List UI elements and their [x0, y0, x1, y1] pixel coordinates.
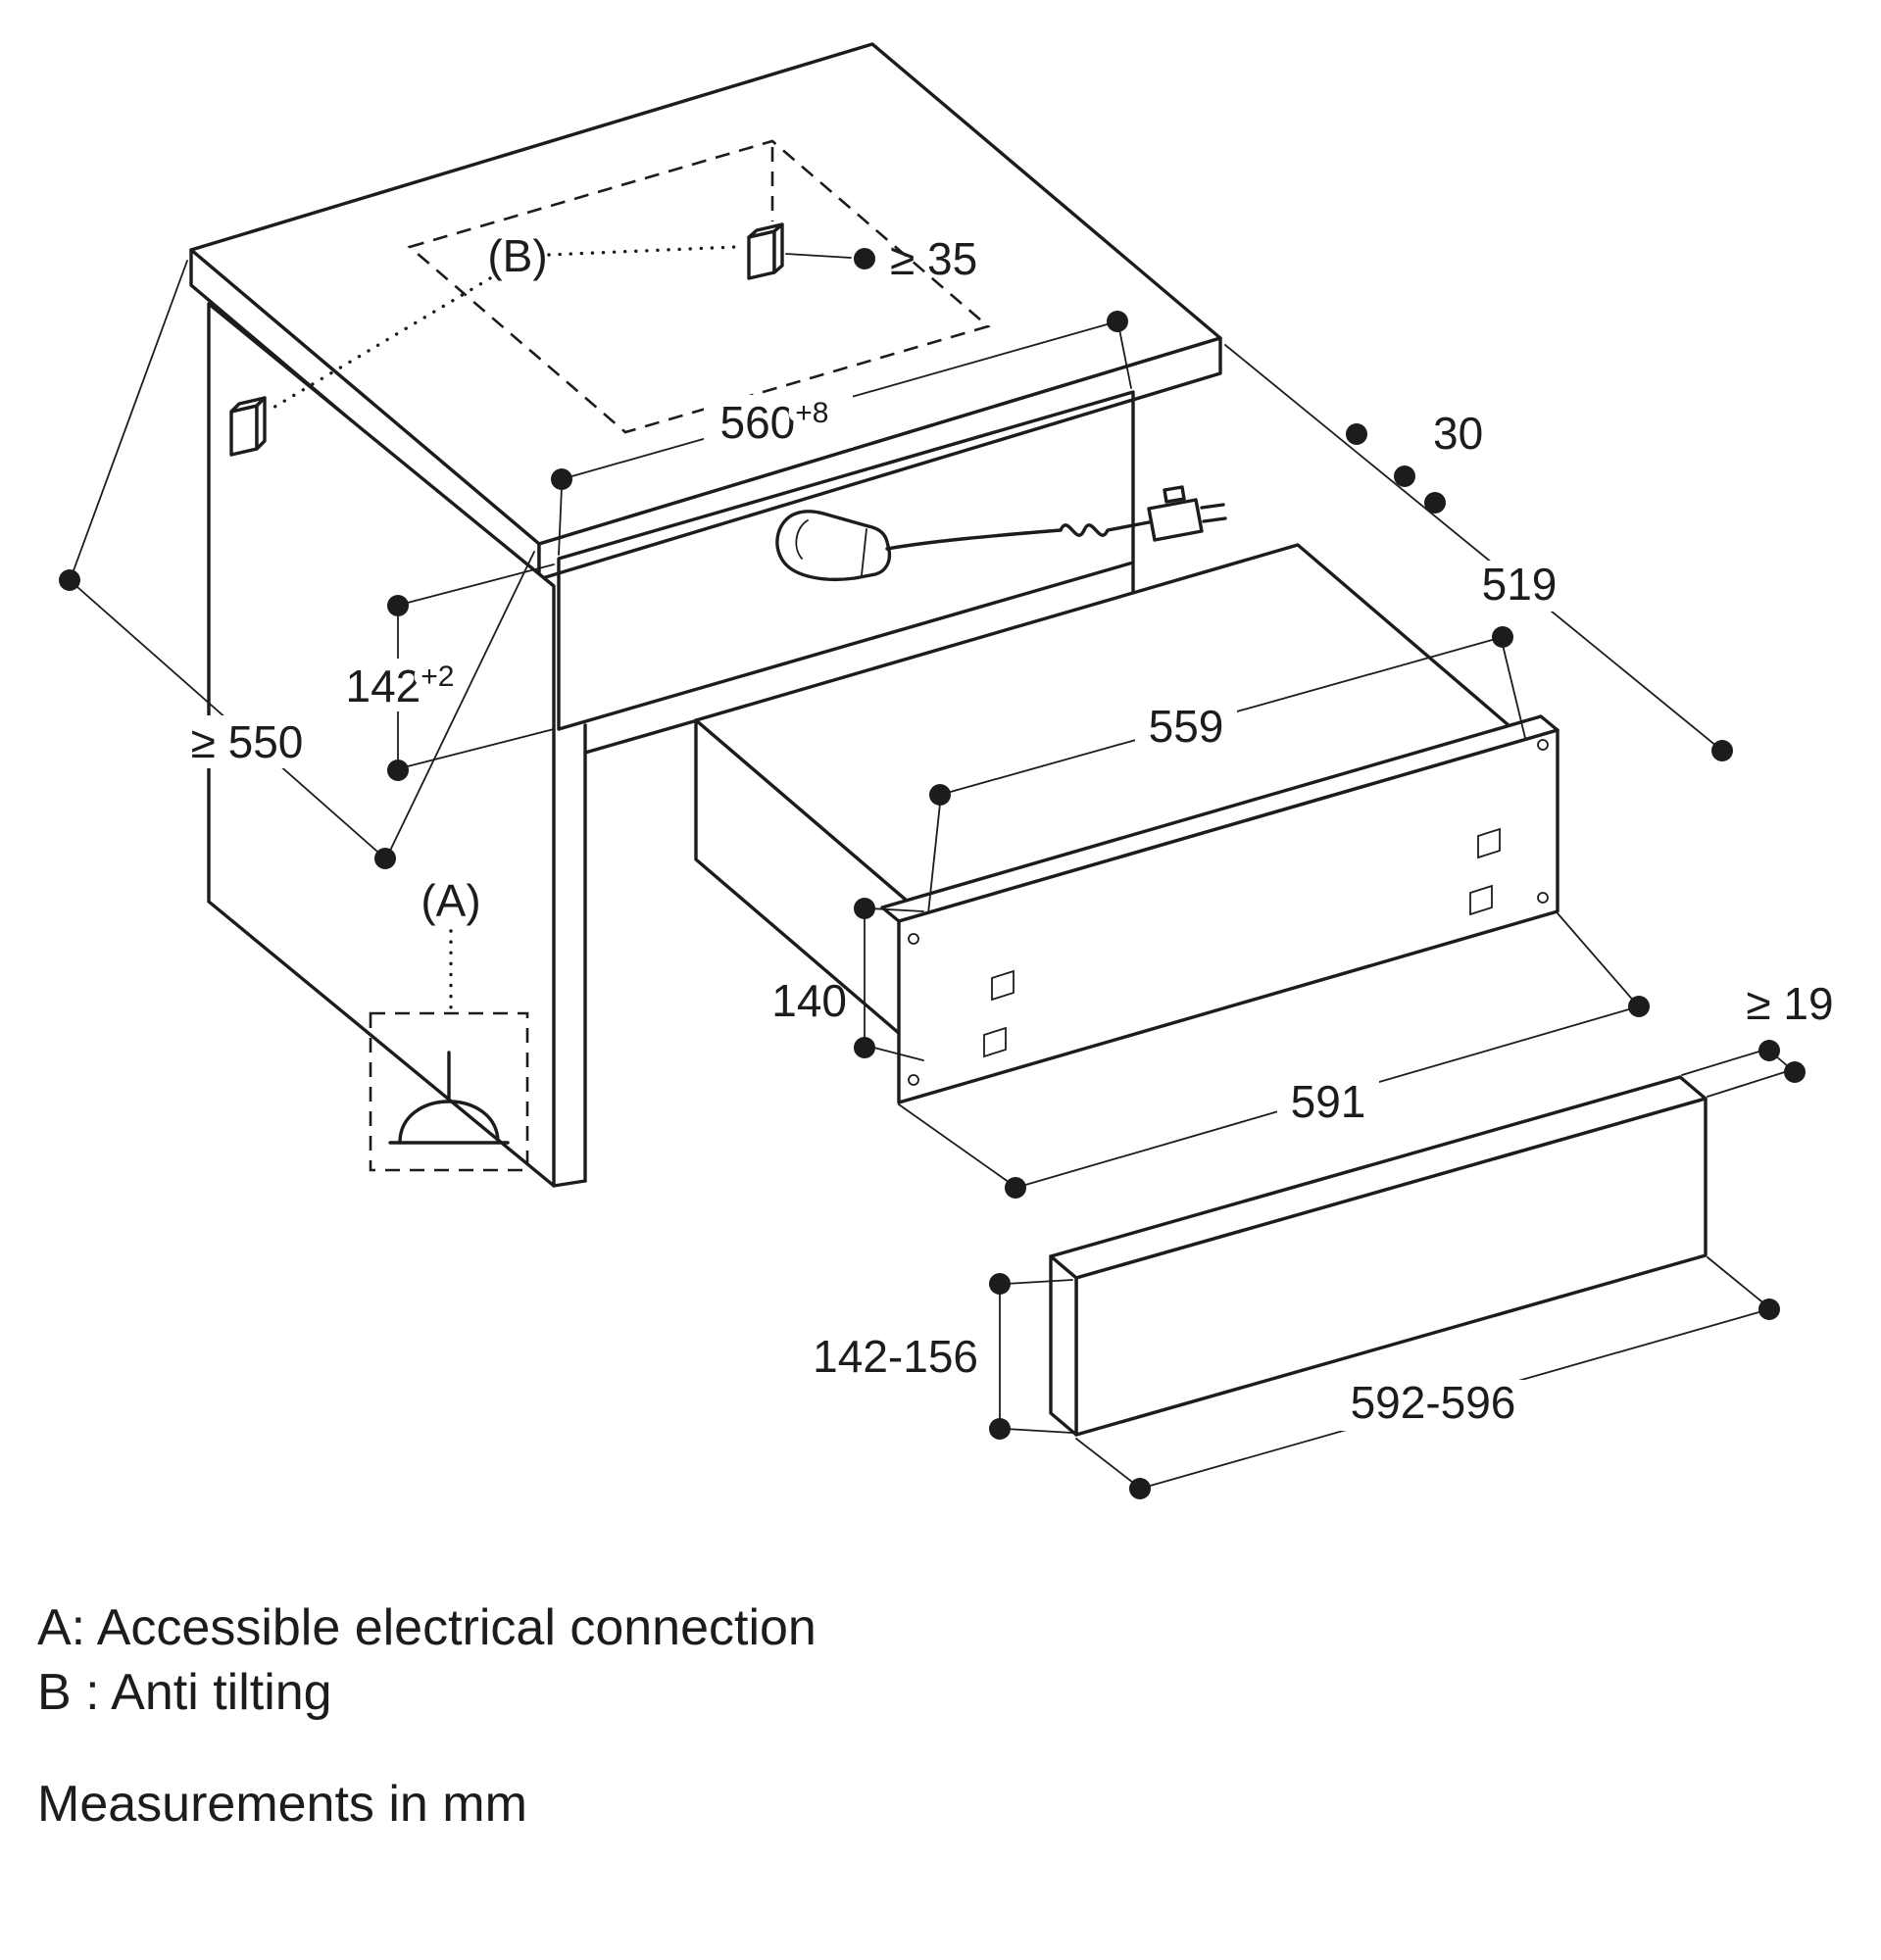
power-plug: [775, 510, 892, 582]
mounting-tab: [1477, 827, 1501, 859]
callout-a: (A): [421, 875, 481, 1009]
mounting-tab: [983, 1026, 1007, 1058]
dim-rear-clearance: ≥ 35: [785, 233, 977, 284]
dim-appliance-width: 559: [927, 626, 1526, 914]
dim-appliance-height-label: 140: [771, 975, 847, 1026]
dim-counter-depth-label: ≥ 550: [191, 716, 304, 767]
callout-a-label: (A): [421, 875, 480, 926]
legend-line-b: B : Anti tilting: [37, 1664, 332, 1721]
power-cable: [885, 520, 1151, 551]
callout-b-label: (B): [487, 230, 547, 281]
dim-panel-width-label: 592-596: [1351, 1377, 1516, 1428]
cutout-dashed-outline: [407, 139, 991, 434]
legend-line-a: A: Accessible electrical connection: [37, 1599, 817, 1656]
dim-setback-and-depth: 30 519: [1224, 344, 1733, 761]
anti-tilt-bracket-side: [229, 396, 267, 457]
legend-units-note: Measurements in mm: [37, 1776, 527, 1833]
niche-back-panel: [557, 390, 1135, 731]
dim-frame-width-label: 591: [1291, 1076, 1366, 1127]
legend: A: Accessible electrical connection B : …: [37, 1599, 817, 1833]
furniture-front-panel: [1049, 1075, 1708, 1437]
dim-niche-height: 142+2: [329, 564, 555, 781]
appliance-front-frame: [880, 714, 1559, 1104]
dim-panel-width: 592-596: [1075, 1256, 1780, 1499]
mounting-tab: [1469, 884, 1493, 916]
mounting-tab: [991, 969, 1015, 1002]
dim-panel-height-label: 142-156: [813, 1331, 978, 1382]
dim-depth-label: 519: [1482, 559, 1558, 610]
dim-appliance-width-label: 559: [1149, 701, 1224, 752]
dim-niche-height-label: 142+2: [346, 661, 455, 711]
countertop: [189, 42, 1222, 581]
dim-niche-width-label: 560+8: [720, 397, 829, 448]
anti-tilt-bracket-rear: [747, 222, 784, 280]
appliance-connector: [1147, 485, 1227, 542]
dim-panel-height: 142-156: [813, 1273, 1073, 1440]
dim-rear-clearance-label: ≥ 35: [890, 233, 977, 284]
dim-appliance-height: 140: [771, 898, 924, 1061]
callout-b: (B): [265, 230, 737, 414]
dim-setback-label: 30: [1433, 408, 1483, 459]
dim-panel-thickness-label: ≥ 19: [1746, 978, 1833, 1029]
dim-frame-width: 591: [898, 912, 1650, 1199]
dim-niche-width: 560+8: [551, 311, 1132, 556]
dim-panel-thickness: ≥ 19: [1681, 978, 1834, 1098]
dim-counter-depth: ≥ 550: [59, 260, 535, 869]
electrical-socket-symbol: [369, 1011, 529, 1172]
